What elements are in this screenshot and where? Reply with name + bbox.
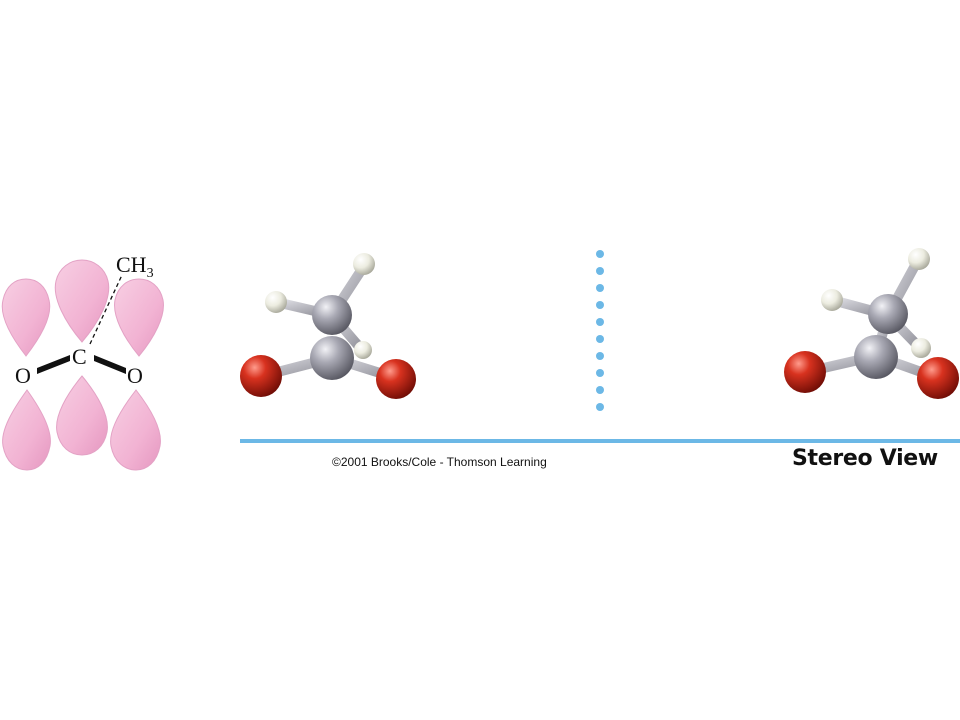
hydrogen-atom-icon bbox=[908, 248, 930, 270]
ball-stick-model-right bbox=[784, 248, 959, 399]
ball-stick-model-left bbox=[240, 253, 416, 399]
stereo-view-label: Stereo View bbox=[792, 446, 938, 471]
carbon-atom-icon bbox=[312, 295, 352, 335]
separator-dot bbox=[596, 403, 604, 411]
copyright-notice: ©2001 Brooks/Cole - Thomson Learning bbox=[332, 455, 547, 469]
p-orbital-lobe-icon bbox=[114, 278, 164, 357]
separator-dot bbox=[596, 352, 604, 360]
methyl-dashed-bond bbox=[89, 274, 123, 345]
hydrogen-atom-icon bbox=[354, 341, 372, 359]
p-orbital-lobe-icon bbox=[2, 389, 51, 471]
carbon-atom-icon bbox=[854, 335, 898, 379]
separator-dot bbox=[596, 335, 604, 343]
hydrogen-atom-icon bbox=[353, 253, 375, 275]
carbon-atom-icon bbox=[310, 336, 354, 380]
carbon-label: C bbox=[72, 344, 87, 369]
separator-dot bbox=[596, 318, 604, 326]
p-orbital-lobe-icon bbox=[1, 278, 51, 357]
p-orbital-lobe-icon bbox=[110, 389, 161, 471]
oxygen-left-label: O bbox=[15, 363, 31, 388]
methyl-label: CH3 bbox=[116, 252, 154, 281]
dotted-separator bbox=[596, 250, 604, 411]
separator-dot bbox=[596, 369, 604, 377]
separator-dot bbox=[596, 284, 604, 292]
oxygen-atom-icon bbox=[240, 355, 282, 397]
separator-dot bbox=[596, 301, 604, 309]
baseline-rule bbox=[240, 439, 960, 443]
oxygen-atom-icon bbox=[784, 351, 826, 393]
left-wedge-bond bbox=[37, 355, 70, 374]
p-orbital-lobe-icon bbox=[56, 375, 108, 456]
p-orbital-diagram: CH3 C O O bbox=[1, 252, 164, 471]
carbon-atom-icon bbox=[868, 294, 908, 334]
separator-dot bbox=[596, 386, 604, 394]
oxygen-atom-icon bbox=[376, 359, 416, 399]
p-orbital-lobe-icon bbox=[54, 259, 110, 343]
right-wedge-bond bbox=[94, 355, 126, 374]
hydrogen-atom-icon bbox=[911, 338, 931, 358]
oxygen-right-label: O bbox=[127, 363, 143, 388]
separator-dot bbox=[596, 250, 604, 258]
hydrogen-atom-icon bbox=[821, 289, 843, 311]
separator-dot bbox=[596, 267, 604, 275]
oxygen-atom-icon bbox=[917, 357, 959, 399]
hydrogen-atom-icon bbox=[265, 291, 287, 313]
